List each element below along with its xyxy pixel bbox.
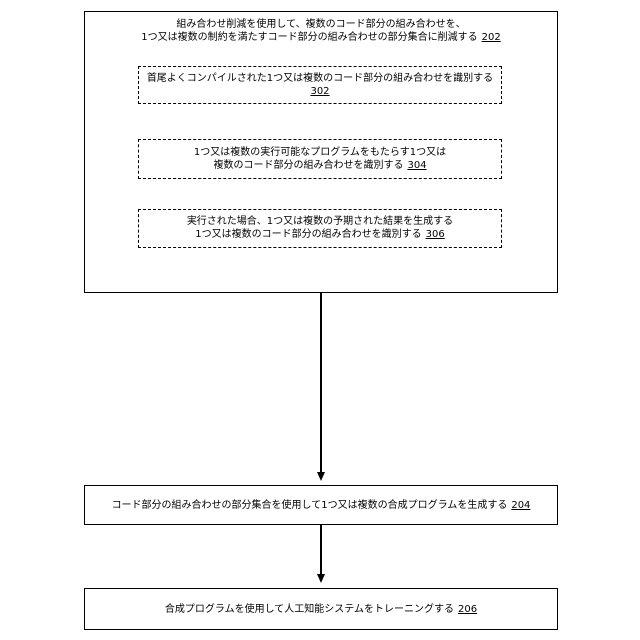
step-306-line1: 実行された場合、1つ又は複数の予期された結果を生成する xyxy=(139,215,501,228)
step-206-box: 合成プログラムを使用して人工知能システムをトレーニングする 206 xyxy=(84,588,558,630)
step-306-ref: 306 xyxy=(426,229,445,240)
step-304-text: 1つ又は複数の実行可能なプログラムをもたらす1つ又は 複数のコード部分の組み合わ… xyxy=(139,146,501,172)
step-306-box: 実行された場合、1つ又は複数の予期された結果を生成する 1つ又は複数のコード部分… xyxy=(138,209,502,248)
step-202-line1: 組み合わせ削減を使用して、複数のコード部分の組み合わせを、 xyxy=(85,18,557,31)
step-304-ref: 304 xyxy=(407,160,426,171)
step-302-ref-row: 302 xyxy=(139,85,501,98)
step-306-line2: 1つ又は複数のコード部分の組み合わせを識別する xyxy=(195,229,421,240)
step-302-text: 首尾よくコンパイルされた1つ又は複数のコード部分の組み合わせを識別する 302 xyxy=(139,72,501,98)
step-202-line2-row: 1つ又は複数の制約を満たすコード部分の組み合わせの部分集合に削減する 202 xyxy=(85,31,557,44)
step-206-ref: 206 xyxy=(458,604,477,615)
step-202-line2: 1つ又は複数の制約を満たすコード部分の組み合わせの部分集合に削減する xyxy=(141,32,477,43)
step-306-line2-row: 1つ又は複数のコード部分の組み合わせを識別する 306 xyxy=(139,228,501,241)
step-202-text: 組み合わせ削減を使用して、複数のコード部分の組み合わせを、 1つ又は複数の制約を… xyxy=(85,18,557,44)
step-302-ref: 302 xyxy=(310,86,329,97)
arrow-202-to-204-head xyxy=(317,472,325,481)
step-202-ref: 202 xyxy=(482,32,501,43)
step-304-line2-row: 複数のコード部分の組み合わせを識別する 304 xyxy=(139,159,501,172)
step-302-box: 首尾よくコンパイルされた1つ又は複数のコード部分の組み合わせを識別する 302 xyxy=(138,66,502,104)
step-206-line1: 合成プログラムを使用して人工知能システムをトレーニングする xyxy=(165,604,454,615)
step-304-box: 1つ又は複数の実行可能なプログラムをもたらす1つ又は 複数のコード部分の組み合わ… xyxy=(138,139,502,179)
step-206-text: 合成プログラムを使用して人工知能システムをトレーニングする 206 xyxy=(85,603,557,616)
step-204-ref: 204 xyxy=(511,500,530,511)
step-204-text: コード部分の組み合わせの部分集合を使用して1つ又は複数の合成プログラムを生成する… xyxy=(85,499,557,512)
step-306-text: 実行された場合、1つ又は複数の予期された結果を生成する 1つ又は複数のコード部分… xyxy=(139,215,501,241)
step-302-line1: 首尾よくコンパイルされた1つ又は複数のコード部分の組み合わせを識別する xyxy=(139,72,501,85)
step-204-box: コード部分の組み合わせの部分集合を使用して1つ又は複数の合成プログラムを生成する… xyxy=(84,485,558,525)
step-304-line1: 1つ又は複数の実行可能なプログラムをもたらす1つ又は xyxy=(139,146,501,159)
step-204-line1: コード部分の組み合わせの部分集合を使用して1つ又は複数の合成プログラムを生成する xyxy=(112,500,508,511)
arrow-204-to-206-line xyxy=(320,525,322,575)
arrow-204-to-206-head xyxy=(317,574,325,583)
arrow-202-to-204-line xyxy=(320,293,322,473)
step-304-line2: 複数のコード部分の組み合わせを識別する xyxy=(213,160,403,171)
